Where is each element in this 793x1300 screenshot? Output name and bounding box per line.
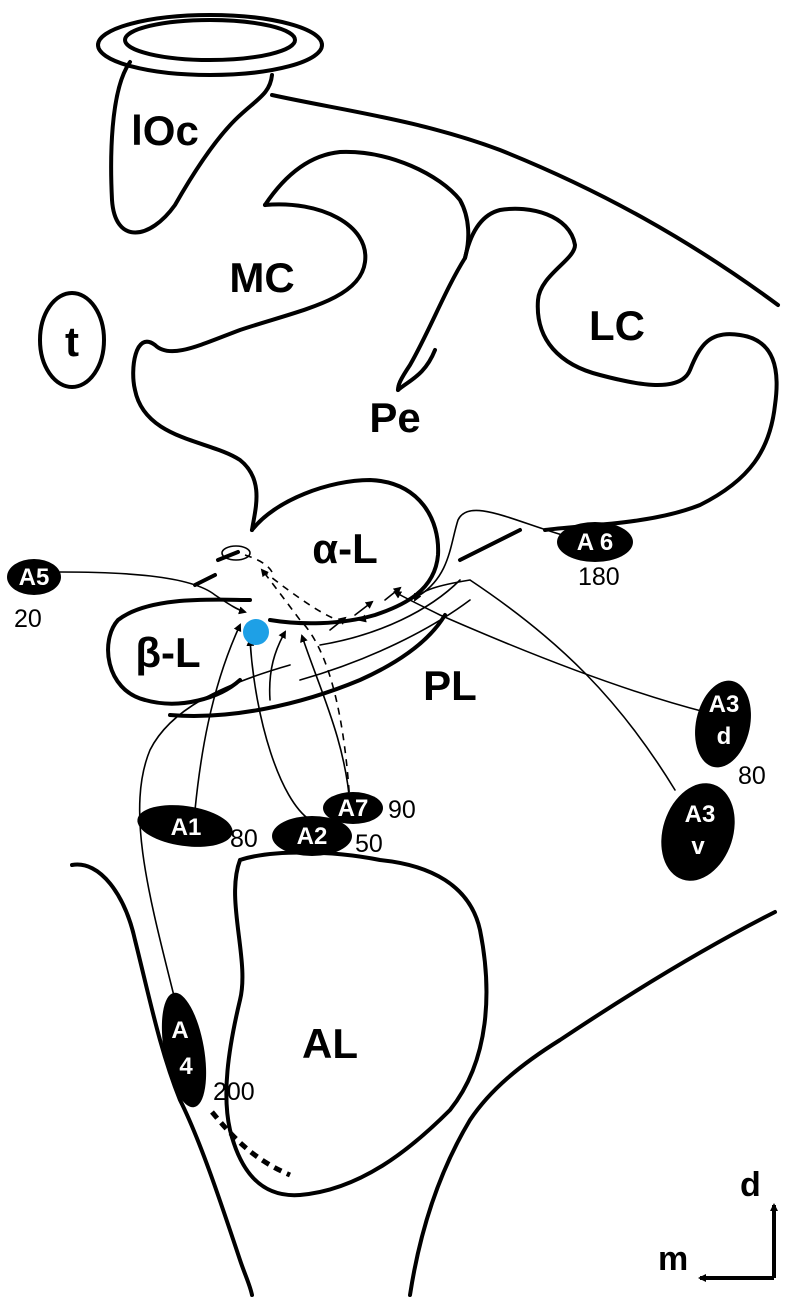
region-label-pl: PL (423, 662, 477, 709)
a7-fiber-branch (300, 634, 351, 806)
alpha-small-loop (221, 545, 251, 561)
region-label-pe: Pe (369, 394, 420, 441)
a3d-cell-body (695, 680, 751, 768)
a4-tail-dashed (210, 1110, 291, 1178)
pe-boundary-outline (396, 348, 437, 392)
a2-cell-body (272, 816, 352, 856)
a3v-label-bottom: v (691, 833, 705, 860)
a6-fiber (358, 509, 581, 623)
a7-value: 90 (388, 796, 416, 824)
region-label-t: t (65, 318, 79, 365)
recording-site-marker (243, 619, 269, 645)
pl-tract-upper (319, 579, 461, 646)
lc-outline (463, 206, 779, 532)
a7-fiber (260, 568, 351, 806)
alpha-arrow-1 (329, 616, 347, 631)
a1-value: 80 (230, 825, 258, 853)
alpha-dashed-inner (261, 569, 346, 623)
a4-value: 200 (213, 1078, 255, 1106)
lobe-dash-1 (193, 573, 217, 587)
a5-cell-body (7, 559, 61, 595)
mc-lower-outline (131, 202, 368, 532)
alpha-arrow-2 (354, 600, 374, 616)
region-label-loc: lOc (131, 107, 199, 154)
beta-lobe-outline (106, 597, 252, 706)
a7-label: A7 (338, 795, 369, 822)
right-lower-outline (408, 910, 777, 1297)
a3v-cell-body (661, 783, 735, 881)
a1-label: A1 (171, 814, 202, 841)
a5-label: A5 (19, 564, 50, 591)
mc-outline (263, 149, 471, 392)
loc-outline (109, 60, 274, 235)
region-label-beta-l: β-L (135, 629, 200, 676)
a2-label: A2 (297, 823, 328, 850)
a7-cell-body (323, 792, 383, 824)
region-label-alpha-l: α-L (312, 525, 377, 572)
medial-axis-label: m (658, 1240, 688, 1278)
loc-ring-inner (123, 18, 297, 62)
a6-label: A 6 (577, 529, 613, 556)
pl-outline (168, 613, 447, 718)
a3d-label-top: A3 (709, 691, 740, 718)
top-boundary-outline (270, 93, 780, 307)
alpha-dashed-top (244, 554, 273, 573)
a2-value: 50 (355, 830, 383, 858)
a5-fiber (59, 571, 247, 615)
a1-cell-body (137, 805, 233, 847)
region-label-al: AL (302, 1020, 358, 1067)
left-outer-outline (70, 862, 254, 1297)
a3v-fiber (414, 579, 676, 791)
a3v-label-top: A3 (685, 801, 716, 828)
lobe-dash-2 (216, 550, 240, 562)
a2-fiber-branch (268, 630, 286, 701)
loc-ring-outer (96, 13, 324, 77)
region-label-lc: LC (589, 302, 645, 349)
a6-value: 180 (578, 563, 620, 591)
a2-fiber (246, 638, 311, 821)
lobe-dash-3 (458, 528, 522, 562)
a4-fiber (138, 664, 291, 1001)
a6-cell-body (557, 522, 633, 562)
region-label-mc: MC (229, 254, 294, 301)
a3d-label-bottom: d (717, 723, 732, 750)
a5-value: 20 (14, 605, 42, 633)
a3d-value: 80 (738, 762, 766, 790)
a4-label-top: A (171, 1017, 188, 1044)
t-outline (38, 291, 106, 389)
a3d-fiber (393, 590, 706, 713)
dorsal-axis-label: d (740, 1166, 761, 1204)
a4-cell-body (161, 992, 207, 1108)
pl-tract-lower (299, 599, 471, 681)
a4-label-bottom: 4 (179, 1053, 193, 1080)
alpha-arrow-3 (384, 586, 402, 601)
al-outline (224, 850, 489, 1198)
a1-fiber (194, 623, 242, 811)
